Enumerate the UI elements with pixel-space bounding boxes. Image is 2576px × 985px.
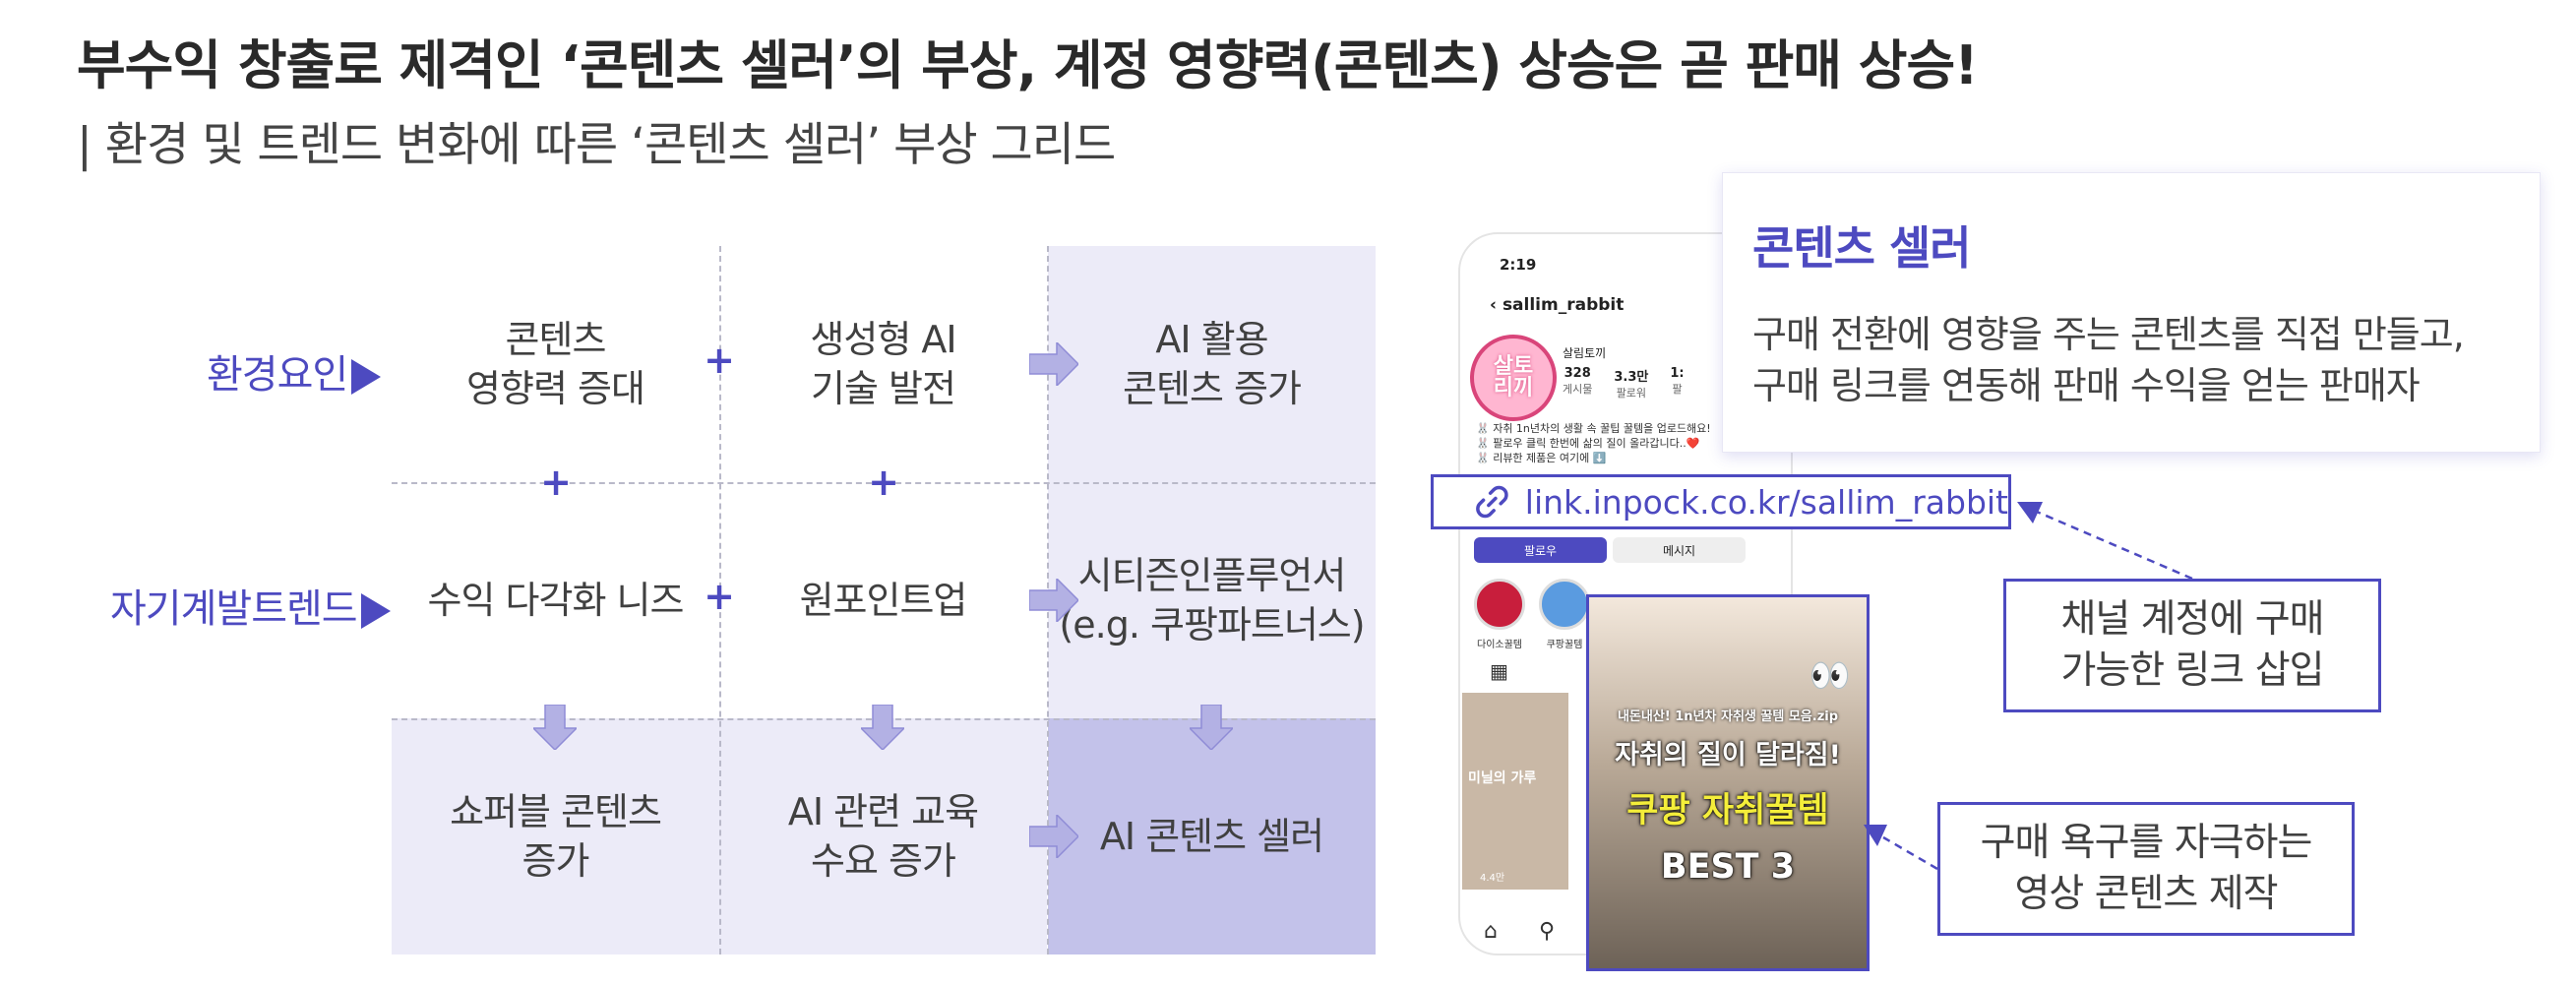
triangle-right-icon: [351, 359, 382, 395]
row-label-environment: 환경요인: [207, 342, 382, 400]
row-label-self-dev-text: 자기계발트렌드: [110, 586, 358, 632]
message-button[interactable]: 메시지: [1613, 537, 1746, 563]
back-chevron-icon[interactable]: ‹: [1490, 295, 1503, 315]
profile-actions: 팔로우 메시지: [1474, 537, 1746, 563]
bottom-nav: ⌂ ⚲: [1460, 919, 1791, 944]
purchase-link-url: link.inpock.co.kr/sallim_rabbit: [1524, 482, 2008, 522]
profile-username: ‹ sallim_rabbit: [1490, 295, 1624, 315]
highlight-daiso-circle: [1474, 579, 1525, 630]
stat-followers-label: 팔로워: [1616, 387, 1647, 400]
arrow-right-icon: [1029, 342, 1078, 386]
highlight-daiso[interactable]: 다이소꿀템: [1472, 579, 1527, 650]
home-icon[interactable]: ⌂: [1484, 919, 1498, 944]
grid-divider: [392, 482, 1376, 484]
arrow-right-icon: [1029, 579, 1078, 622]
grid-cell-content-influence: 콘텐츠 영향력 증대: [466, 318, 645, 410]
grid-bg-col3-row1: [1048, 246, 1376, 482]
link-icon: [1476, 485, 1508, 519]
profile-username-text: sallim_rabbit: [1502, 295, 1625, 315]
grid-divider: [719, 246, 721, 954]
link-connector-arrowhead: [2017, 502, 2043, 523]
definition-text: 구매 전환에 영향을 주는 콘텐츠를 직접 만들고, 구매 링크를 연동해 판매…: [1752, 313, 2465, 407]
stat-posts[interactable]: 328 게시물: [1563, 366, 1592, 400]
video-top-caption: 내돈내산! 1n년차 자취생 꿀템 모음.zip: [1617, 709, 1839, 724]
grid-bg-col3-row3: [1048, 718, 1376, 954]
grid-bg-col3-row2: [1048, 482, 1376, 718]
stat-following-label: 팔: [1672, 383, 1683, 396]
arrow-down-icon: [861, 705, 904, 750]
stat-posts-value: 328: [1564, 366, 1591, 381]
avatar[interactable]: 살토 리끼: [1470, 335, 1557, 421]
stat-following-value: 1:: [1670, 366, 1685, 381]
video-caption-line2: 쿠팡 자취꿀템: [1626, 791, 1829, 831]
video-connector-line: [1882, 835, 1938, 871]
grid-cell-ai-content-seller: AI 콘텐츠 셀러: [1099, 815, 1324, 858]
grid-bg-col1-row3: [392, 718, 719, 954]
arrow-down-icon: [1190, 705, 1233, 750]
grid-cell-citizen-influencer: 시티즌인플루언서 (e.g. 쿠팡파트너스): [1059, 554, 1365, 646]
profile-display-name: 살림토끼: [1563, 346, 1607, 360]
grid-bg-col2-row3: [719, 718, 1047, 954]
row-label-self-dev: 자기계발트렌드: [110, 577, 391, 634]
highlight-daiso-label: 다이소꿀템: [1477, 640, 1522, 650]
grid-cell-income-diversification: 수익 다각화 니즈: [427, 579, 685, 622]
stat-following[interactable]: 1: 팔: [1670, 366, 1684, 400]
video-content-thumbnail[interactable]: 👀 내돈내산! 1n년차 자취생 꿀템 모음.zip 자취의 질이 달라짐! 쿠…: [1586, 594, 1870, 971]
plus-icon: +: [704, 339, 735, 382]
grid-cell-generative-ai: 생성형 AI 기술 발전: [810, 318, 956, 410]
stat-posts-label: 게시물: [1563, 383, 1593, 396]
arrow-right-icon: [1029, 815, 1078, 858]
plus-icon: +: [868, 461, 899, 504]
video-caption-line3: BEST 3: [1660, 847, 1796, 887]
definition-card: 콘텐츠 셀러 구매 전환에 영향을 주는 콘텐츠를 직접 만들고, 구매 링크를…: [1722, 172, 2541, 453]
eyes-emoji-icon: 👀: [1809, 656, 1851, 696]
row-label-environment-text: 환경요인: [207, 352, 348, 398]
phone-time: 2:19: [1500, 256, 1537, 274]
grid-cell-one-point-up: 원포인트업: [799, 579, 968, 622]
link-callout: 채널 계정에 구매 가능한 링크 삽입: [2003, 579, 2381, 712]
post-thumbnail-views: 4.4만: [1480, 873, 1505, 884]
page-title: 부수익 창출로 제격인 ‘콘텐츠 셀러’의 부상, 계정 영향력(콘텐츠) 상승…: [77, 34, 1979, 96]
definition-title: 콘텐츠 셀러: [1752, 221, 1972, 275]
arrow-down-icon: [533, 705, 577, 750]
grid-cell-shoppable-content: 쇼퍼블 콘텐츠 증가: [450, 790, 662, 883]
plus-icon: +: [540, 461, 572, 504]
video-connector-arrowhead: [1864, 825, 1887, 846]
grid-cell-ai-education: AI 관련 교육 수요 증가: [787, 790, 979, 883]
stat-followers-value: 3.3만: [1614, 370, 1649, 385]
follow-button[interactable]: 팔로우: [1474, 537, 1607, 563]
trend-grid: 콘텐츠 영향력 증대 생성형 AI 기술 발전 AI 활용 콘텐츠 증가 수익 …: [392, 246, 1376, 954]
purchase-link-box[interactable]: link.inpock.co.kr/sallim_rabbit: [1431, 474, 2011, 529]
plus-icon: +: [704, 575, 735, 618]
triangle-right-icon: [360, 593, 391, 629]
video-callout: 구매 욕구를 자극하는 영상 콘텐츠 제작: [1937, 802, 2355, 936]
profile-bio: 🐰 자취 1n년차의 생활 속 꿀팁 꿀템을 업로드해요! 🐰 팔로우 클릭 한…: [1476, 422, 1711, 464]
grid-view-icon[interactable]: ▦: [1490, 659, 1508, 683]
link-connector-line: [2036, 510, 2193, 581]
video-caption-line1: 자취의 질이 달라짐!: [1615, 740, 1841, 770]
post-thumbnail[interactable]: 미닐의 가루 4.4만: [1462, 693, 1568, 890]
page-subtitle: | 환경 및 트렌드 변화에 따른 ‘콘텐츠 셀러’ 부상 그리드: [77, 118, 1116, 172]
search-icon[interactable]: ⚲: [1538, 919, 1556, 944]
post-thumbnail-text: 미닐의 가루: [1468, 770, 1537, 786]
grid-cell-ai-content: AI 활용 콘텐츠 증가: [1123, 318, 1302, 410]
highlight-coupang-label: 쿠팡꿀템: [1546, 640, 1583, 650]
